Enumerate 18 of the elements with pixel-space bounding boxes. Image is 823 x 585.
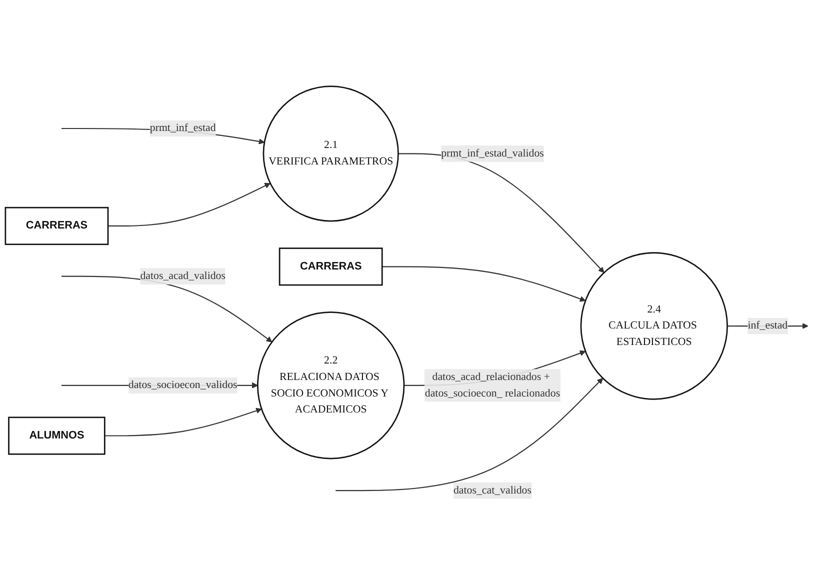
edge-label: datos_cat_validos — [453, 484, 532, 496]
node-circle: 2.1 VERIFICA PARAMETROS — [262, 86, 399, 222]
arrow — [108, 182, 271, 227]
node-circle: 2.4 CALCULA DATOS ESTADISTICOS — [580, 252, 728, 400]
arrow — [382, 266, 586, 302]
arrow — [104, 408, 262, 436]
arrow — [398, 153, 604, 273]
edge-label: prmt_inf_estad — [150, 122, 216, 134]
arrow — [336, 378, 604, 492]
node-box: CARRERAS — [4, 206, 109, 246]
node-box: ALUMNOS — [8, 416, 106, 455]
edge-label: datos_acad_validos — [140, 270, 226, 282]
node-box: CARRERAS — [278, 248, 383, 286]
edge-label: datos_acad_relacionados + datos_socioecon_ relacionados — [424, 371, 560, 400]
node-circle: 2.2 RELACIONA DATOS SOCIO ECONOMICOS Y ACADEMICOS — [257, 312, 405, 460]
edge-label: datos_socioecon_validos — [128, 379, 238, 391]
edge-label: prmt_inf_estad_validos — [441, 148, 544, 160]
edge-label: inf_estad — [748, 320, 788, 332]
